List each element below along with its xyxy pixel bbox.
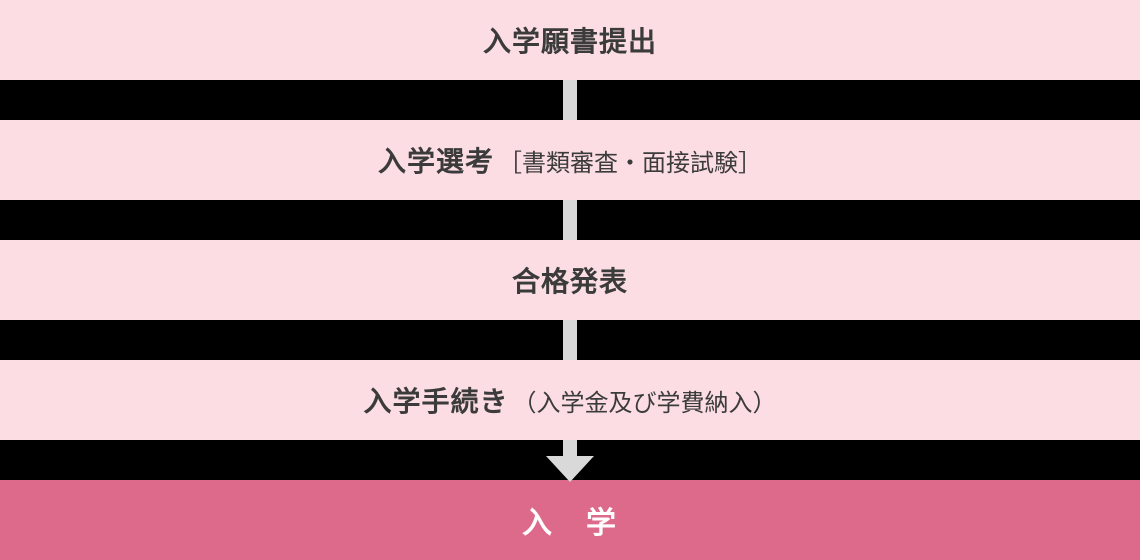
step-label-row: 入 学 (522, 498, 618, 542)
step-title: 入学選考 (377, 146, 494, 177)
down-arrow-icon (546, 456, 594, 482)
step-label-row: 合格発表 (512, 260, 628, 300)
step-label-row: 入学願書提出 (483, 20, 657, 60)
step-band-results: 合格発表 (0, 240, 1140, 320)
final-band-enrollment: 入 学 (0, 480, 1140, 560)
step-title: 入学願書提出 (482, 26, 657, 57)
step-title: 合格発表 (511, 266, 628, 297)
step-label-row: 入学選考 ［書類審査・面接試験］ (378, 140, 762, 180)
step-title: 入 学 (522, 507, 618, 540)
step-band-application: 入学願書提出 (0, 0, 1140, 80)
step-band-procedures: 入学手続き （入学金及び学費納入） (0, 360, 1140, 440)
step-title: 入学手続き (363, 386, 509, 417)
step-band-screening: 入学選考 ［書類審査・面接試験］ (0, 120, 1140, 200)
step-note: ［書類審査・面接試験］ (498, 150, 762, 177)
step-label-row: 入学手続き （入学金及び学費納入） (363, 380, 776, 420)
step-note: （入学金及び学費納入） (512, 390, 777, 417)
